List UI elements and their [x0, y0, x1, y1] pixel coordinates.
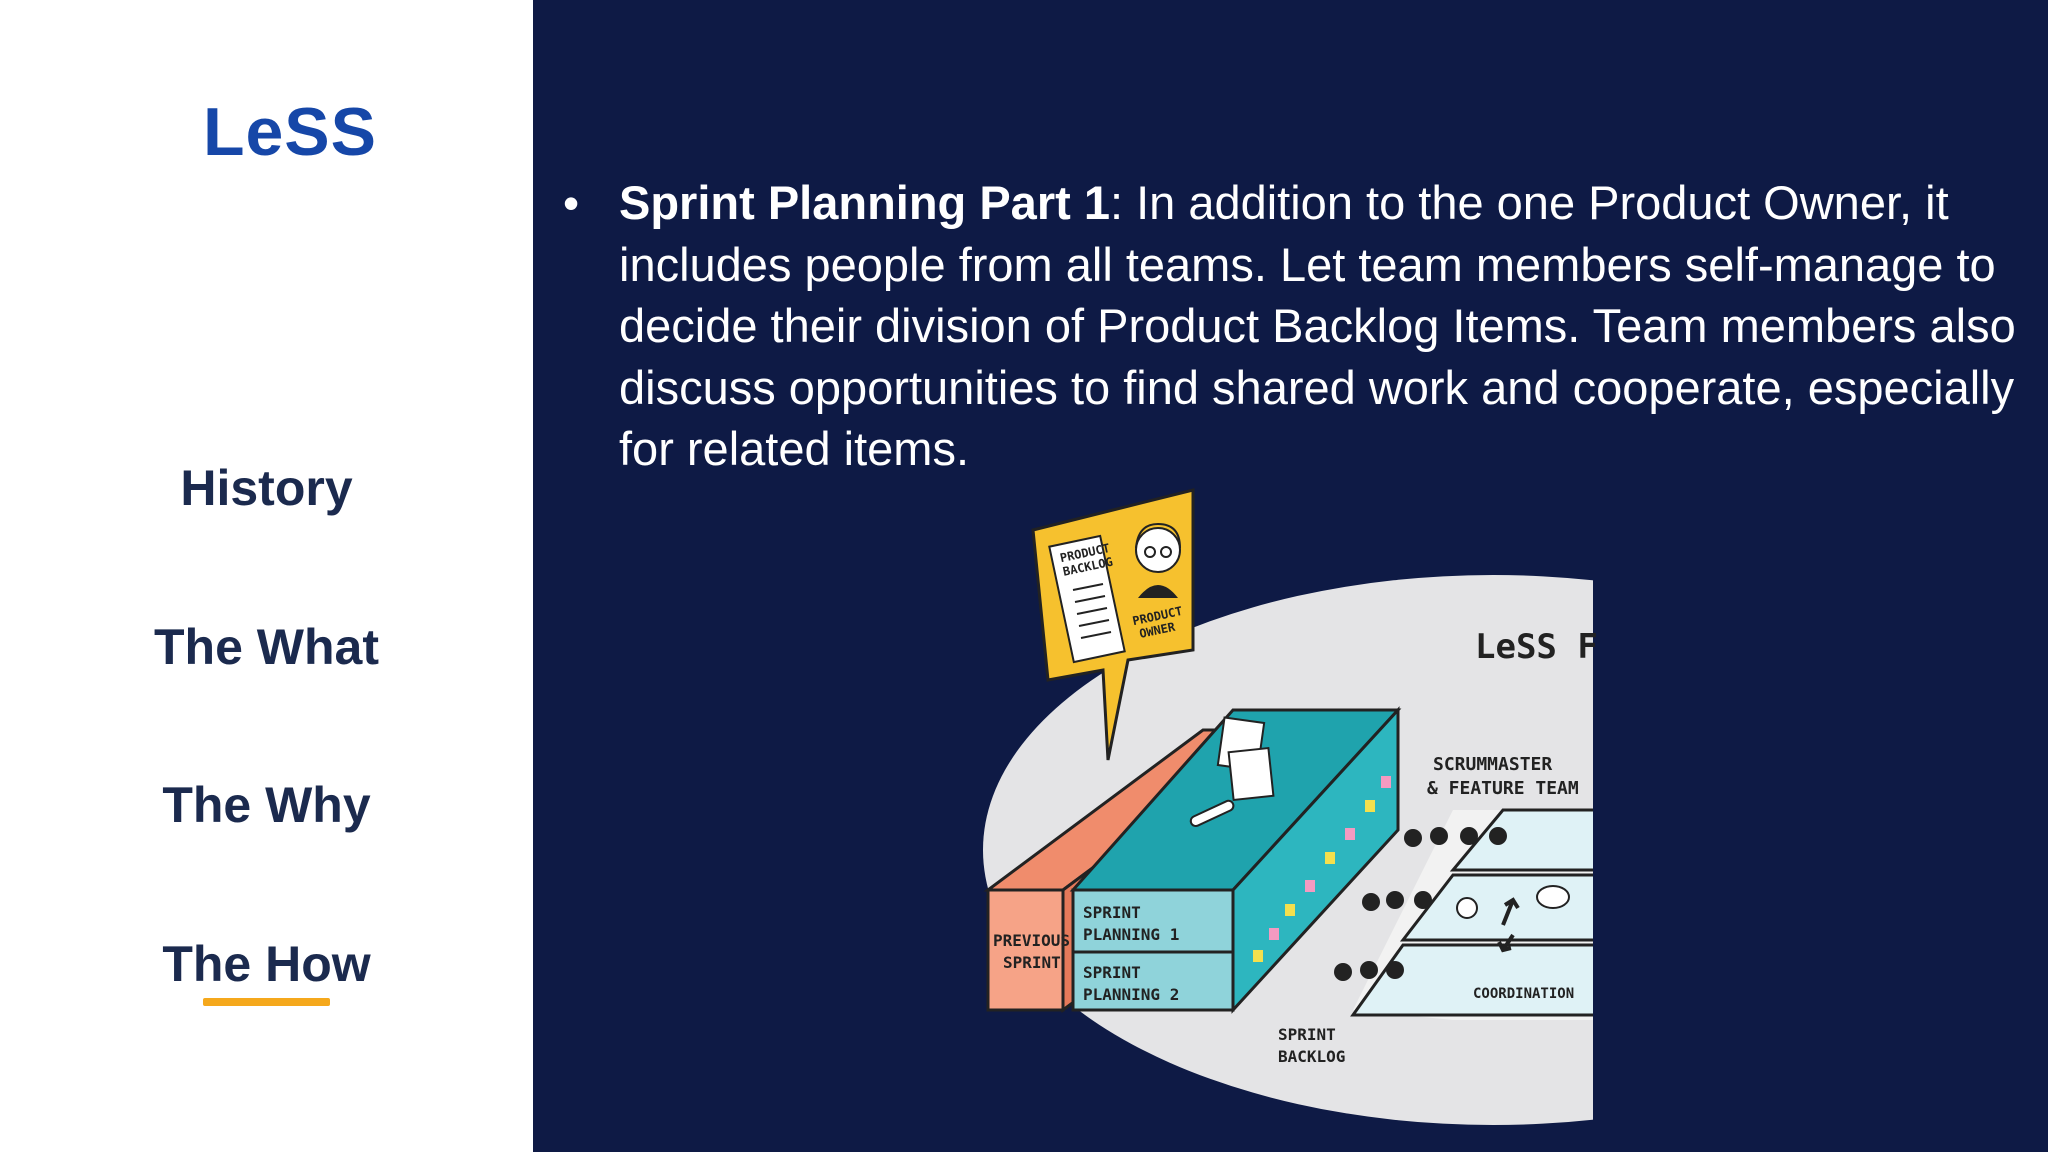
active-nav-indicator — [203, 998, 330, 1006]
nav-item-history[interactable]: History — [180, 460, 353, 516]
nav-item-the-what[interactable]: The What — [154, 619, 379, 675]
less-logo: LeSS — [202, 94, 378, 170]
nav-item-the-why[interactable]: The Why — [162, 777, 371, 833]
bullet-marker: • — [563, 177, 580, 229]
nav-item-the-how[interactable]: The How — [162, 936, 371, 992]
bullet-heading: Sprint Planning Part 1 — [619, 176, 1110, 229]
less-framework-title: LeSS F — [1475, 627, 1598, 667]
scrummaster-label: SCRUMMASTER & FEATURE TEAM — [1427, 754, 1579, 799]
slide-content: • Sprint Planning Part 1: In addition to… — [533, 0, 2048, 1152]
sprint-backlog-label: SPRINT BACKLOG — [1278, 1025, 1345, 1066]
previous-sprint-label: PREVIOUS SPRINT — [993, 931, 1080, 972]
bullet-paragraph: Sprint Planning Part 1: In addition to t… — [619, 172, 2029, 480]
sprint-planning-2-label: SPRINT PLANNING 2 — [1083, 963, 1179, 1004]
bullet-body: : In addition to the one Product Owner, … — [619, 176, 2016, 475]
coordination-label: COORDINATION — [1473, 986, 1574, 1002]
sprint-planning-1-label: SPRINT PLANNING 1 — [1083, 903, 1179, 944]
less-framework-illustration: PRODUCT BACKLOG PRODUCT OWNER LeSS F SCR… — [983, 488, 1633, 1130]
sidebar: LeSS History The What The Why The How — [0, 0, 533, 1152]
